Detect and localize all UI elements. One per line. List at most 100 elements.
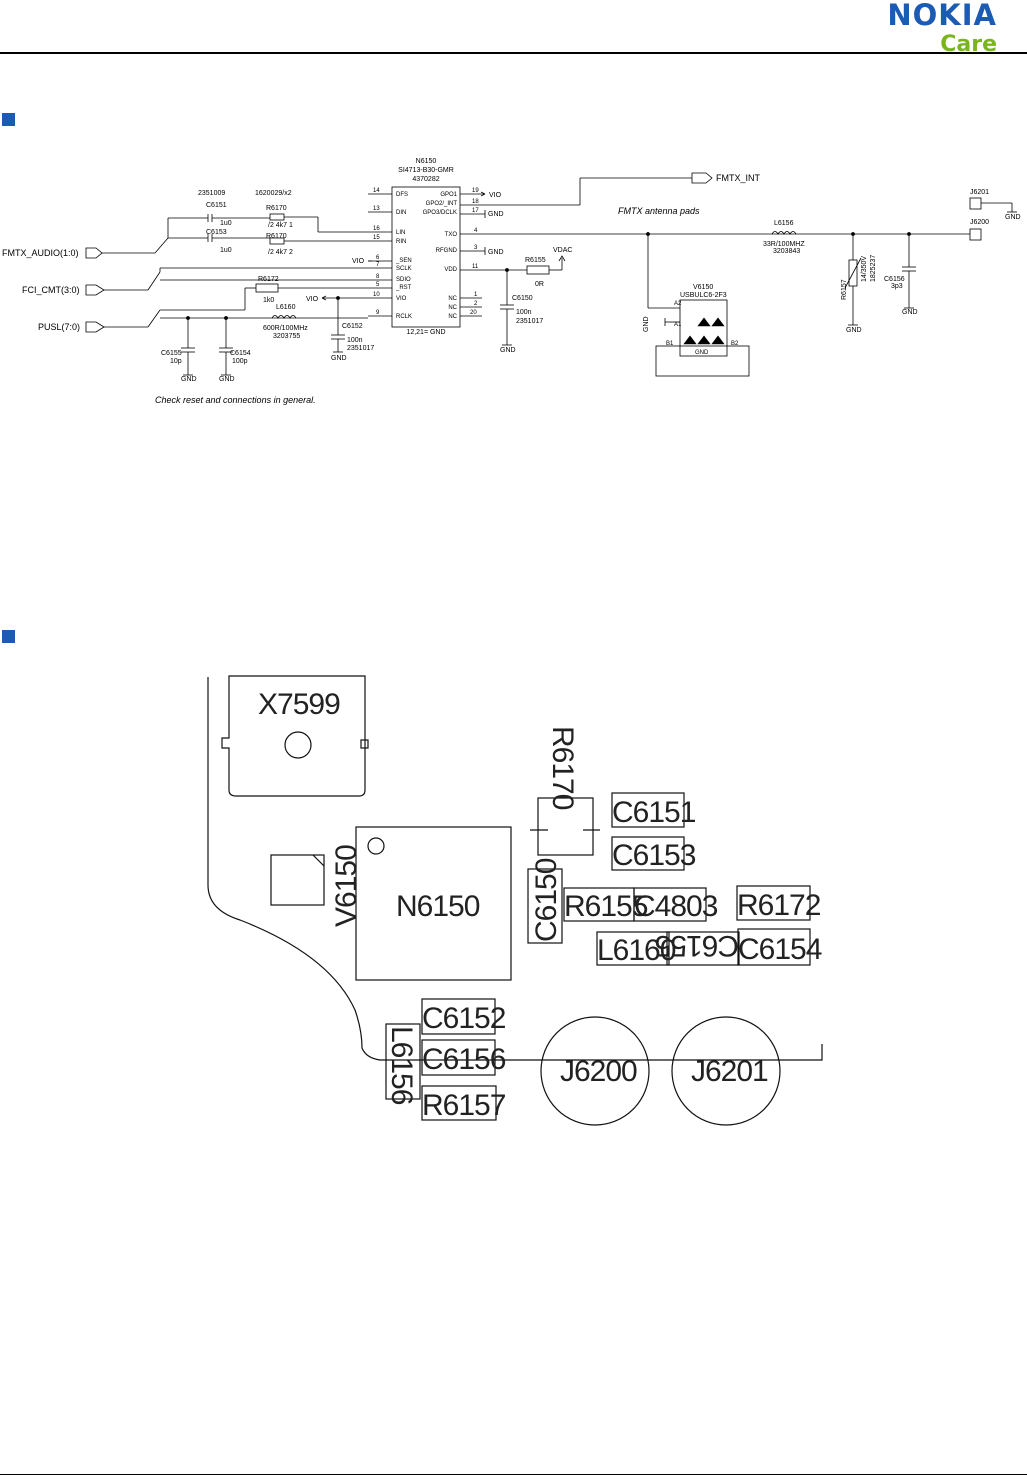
diode-pin-a2: A2 [674,301,682,307]
pin-num: 6 [376,255,380,261]
port-pusl: PUSL(7:0) [38,322,80,332]
r6170a-ref: R6170 [266,205,287,212]
antenna-note: FMTX antenna pads [618,206,700,216]
layout-j6200: J6200 [560,1055,637,1088]
c6154-ref: C6154 [230,350,251,357]
layout-c4803: C4803 [634,890,718,923]
n6150-outline [355,826,512,981]
net-vdac: VDAC [553,247,572,254]
pcb-component-layout: X7599 R6170 C6151 C6153 N6150 V6150 C615… [207,675,823,1126]
pin-name: DIN [396,210,406,216]
net-vio-pin10: VIO [306,296,319,303]
c6153-ref: C6153 [206,229,227,236]
fm-transmitter-schematic: N6150 SI4713-B30-GMR 4370282 12,21= GND … [2,158,1021,405]
net-gnd-c6150: GND [500,347,516,354]
layout-c6153: C6153 [612,839,696,872]
c6153-value: 1u0 [220,247,232,254]
pin-name: DFS [396,192,408,198]
pin-name: VDD [444,267,457,273]
c6155-ref: C6155 [161,350,182,357]
l6156-value: 33R/100MHZ [763,241,805,248]
r6155-value: 0R [535,281,544,288]
net-vio-sen: VIO [352,258,365,265]
c6151-ref: C6151 [206,202,227,209]
pin-num: 19 [472,188,479,194]
pin-name: GPO3/DCLK [423,210,457,216]
layout-c6156: C6156 [422,1043,506,1076]
pin-num: 5 [376,282,380,288]
diode-pin-b1: B1 [666,341,674,347]
brand-name: NOKIA [887,0,997,32]
pin-num: 17 [472,208,479,214]
ic-body [391,186,461,328]
pin-name: LIN [396,230,405,236]
c6150-value: 100n [516,309,532,316]
pin-num: 7 [376,262,380,268]
pin-name: GPO2/_INT [426,201,458,207]
c6151-value: 1u0 [220,220,232,227]
net-gnd-c6155: GND [181,376,197,383]
nokia-care-logo: NOKIA Care [887,0,997,56]
l6160-code: 3203755 [273,333,300,340]
pin-name: RFGND [436,248,458,254]
pin-num: 16 [373,226,380,232]
r6157-value: 14/350V [861,256,868,282]
c6155-value: 10p [170,358,182,365]
c6154-value: 100p [232,358,248,365]
c6156-value: 3p3 [891,283,903,290]
pin-name: SCLK [396,266,412,272]
pin-name: NC [448,314,457,320]
j6201-ref: J6201 [970,189,989,196]
net-gnd-r6157: GND [846,327,862,334]
l6156-ref: L6156 [774,220,794,227]
c6151-code: 2351009 [198,190,225,197]
j6200-pad [540,1016,650,1126]
layout-c6152: C6152 [422,1002,506,1035]
l6160-ref: L6160 [276,304,296,311]
layout-l6160: L6160 [597,934,676,967]
check-note: Check reset and connections in general. [155,395,316,405]
net-gnd-diode: GND [643,316,650,332]
pin-num: 14 [373,188,380,194]
c6150-code: 2351017 [516,318,543,325]
board-outline [207,677,823,1061]
pin-name: VIO [396,296,407,302]
pin-num: 20 [470,310,477,316]
layout-r6172: R6172 [737,889,821,922]
pin-name: NC [448,296,457,302]
diode-pin-a1: A1 [674,322,682,328]
pin-num: 11 [472,264,479,270]
pin-name: NC [448,305,457,311]
ic-gnd-pins: 12,21= GND [406,329,445,336]
r6170b-ref: R6170 [266,233,287,240]
r6157-ref: R6157 [841,279,848,300]
c6152-value: 100n [347,337,363,344]
section-bullet-layout [2,630,15,643]
brand-tagline: Care [940,32,997,57]
r6172-value: 1k0 [263,297,274,304]
footer-rule [0,1474,1027,1475]
net-gnd-gpo3: GND [488,211,504,218]
layout-x7599: X7599 [258,688,340,721]
ic-ref: N6150 [416,158,437,165]
pin-name: _SEN [395,258,412,264]
pin-num: 4 [474,228,478,234]
diode-pin-b2: B2 [731,341,739,347]
r6170b-value: /2 4k7 2 [268,249,293,256]
r6170a-value: /2 4k7 1 [268,222,293,229]
pin-name: RCLK [396,314,412,320]
pin-num: 15 [373,235,380,241]
pin-num: 3 [474,245,478,251]
net-gnd-c6154: GND [219,376,235,383]
x7599-outline [221,675,366,797]
pin-num: 2 [474,301,478,307]
pin-name: GPO1 [440,192,457,198]
port-fmtx-audio: FMTX_AUDIO(1:0) [2,248,79,258]
layout-r6170: R6170 [546,726,579,810]
c6152-ref: C6152 [342,323,363,330]
c6150-ref: C6150 [512,295,533,302]
net-gnd-c6152: GND [331,355,347,362]
layout-n6150: N6150 [396,890,480,923]
net-vio-gpo1: VIO [489,192,502,199]
net-gnd-rfgnd: GND [488,249,504,256]
